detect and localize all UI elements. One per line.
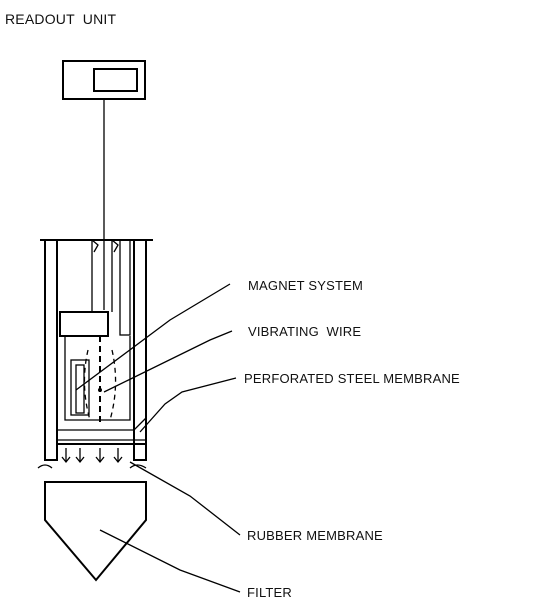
readout-unit [62,60,146,100]
leader-lines [75,283,241,593]
label-perforated-steel-membrane: PERFORATED STEEL MEMBRANE [244,371,460,386]
readout-unit-title: READOUT UNIT [5,11,116,27]
vibrating-wire [83,336,117,425]
flow-arrows [61,448,123,464]
label-rubber-membrane: RUBBER MEMBRANE [247,528,383,543]
label-magnet-system: MAGNET SYSTEM [248,278,363,293]
label-filter: FILTER [247,585,292,600]
magnet-system-block [59,311,109,337]
piezometer-housing [44,239,147,461]
soil-marks [37,464,147,469]
filter-shape [44,481,147,582]
perforated-steel-membrane-shape [56,416,147,445]
label-vibrating-wire: VIBRATING WIRE [248,324,361,339]
inner-cylinder [64,336,131,421]
